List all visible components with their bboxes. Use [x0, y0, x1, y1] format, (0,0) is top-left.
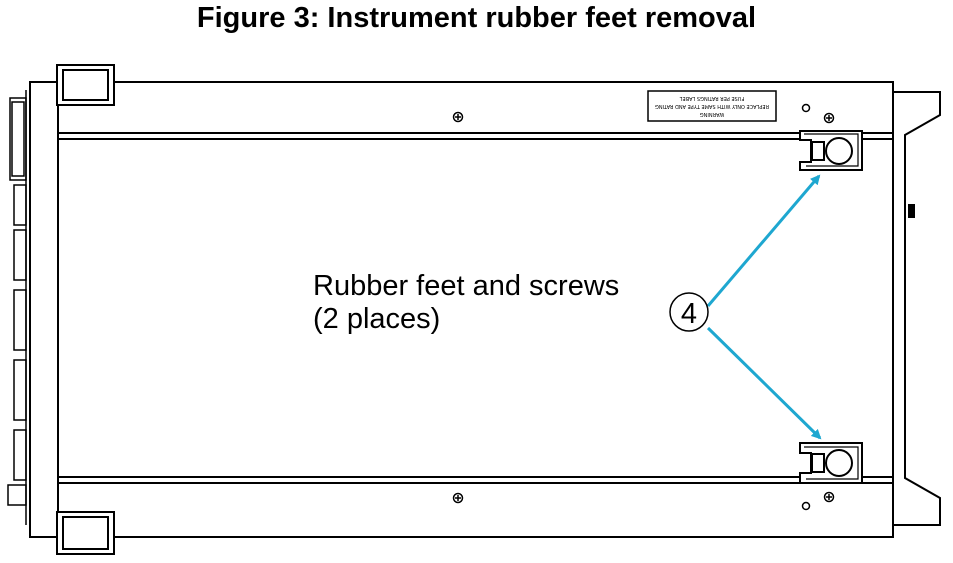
rubber-foot-top-right	[799, 130, 863, 171]
callout-arrow-bottom	[706, 326, 822, 440]
callout-number: 4	[681, 298, 697, 330]
warning-label-line1: WARNING	[700, 111, 725, 117]
rail-screw-bottom	[452, 492, 464, 504]
warning-label: WARNING REPLACE ONLY WITH SAME TYPE AND …	[647, 90, 777, 122]
front-panel-left	[7, 90, 27, 525]
callout-text-line2: (2 places)	[313, 303, 440, 335]
warning-label-line3: FUSE PER RATINGS LABEL	[679, 95, 744, 101]
chassis	[29, 81, 941, 538]
rubber-foot-bottom-right	[799, 442, 863, 484]
warning-label-line2: REPLACE ONLY WITH SAME TYPE AND RATING	[655, 103, 769, 109]
callout-text-line1: Rubber feet and screws	[313, 270, 619, 302]
figure-title: Figure 3: Instrument rubber feet removal	[196, 2, 757, 34]
callout-arrow-top	[706, 174, 821, 307]
callout-number-badge: 4	[669, 292, 709, 332]
foot-screws	[801, 103, 835, 511]
corner-foot-top-left	[56, 64, 115, 106]
rail-screw-top	[452, 111, 464, 123]
corner-foot-bottom-left	[56, 511, 115, 555]
